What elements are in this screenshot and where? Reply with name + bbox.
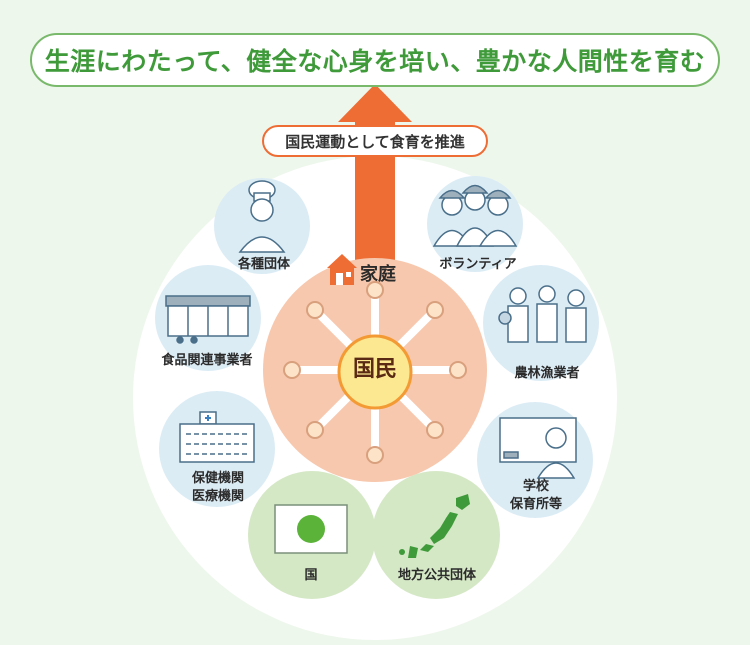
japan-flag-icon bbox=[274, 504, 348, 554]
goal-banner: 生涯にわたって、健全な心身を培い、豊かな人間性を育む bbox=[30, 33, 720, 87]
chef-icon bbox=[238, 180, 286, 253]
citizen-circle bbox=[337, 334, 413, 410]
label-volunteer: ボランティア bbox=[439, 257, 517, 272]
label-local: 地方公共団体 bbox=[397, 568, 477, 583]
label-food: 食品関連事業者 bbox=[161, 353, 253, 368]
japan-map-icon bbox=[399, 494, 470, 558]
citizen-label: 国民 bbox=[352, 357, 397, 382]
label-nation: 国 bbox=[304, 568, 318, 583]
label-school: 学校 保育所等 bbox=[509, 479, 563, 512]
promotion-label: 国民運動として食育を推進 bbox=[262, 125, 488, 157]
circle-groups bbox=[214, 178, 310, 274]
label-groups: 各種団体 bbox=[237, 257, 291, 272]
family-label: 家庭 bbox=[360, 264, 396, 285]
label-health: 保健機関 医療機関 bbox=[191, 471, 245, 504]
label-farming: 農林漁業者 bbox=[514, 366, 580, 381]
hospital-icon bbox=[179, 411, 255, 463]
house-icon bbox=[327, 254, 357, 285]
volunteers-icon bbox=[432, 184, 518, 247]
teacher-icon bbox=[499, 417, 577, 479]
farmers-icon bbox=[498, 285, 587, 343]
store-icon bbox=[165, 295, 251, 344]
